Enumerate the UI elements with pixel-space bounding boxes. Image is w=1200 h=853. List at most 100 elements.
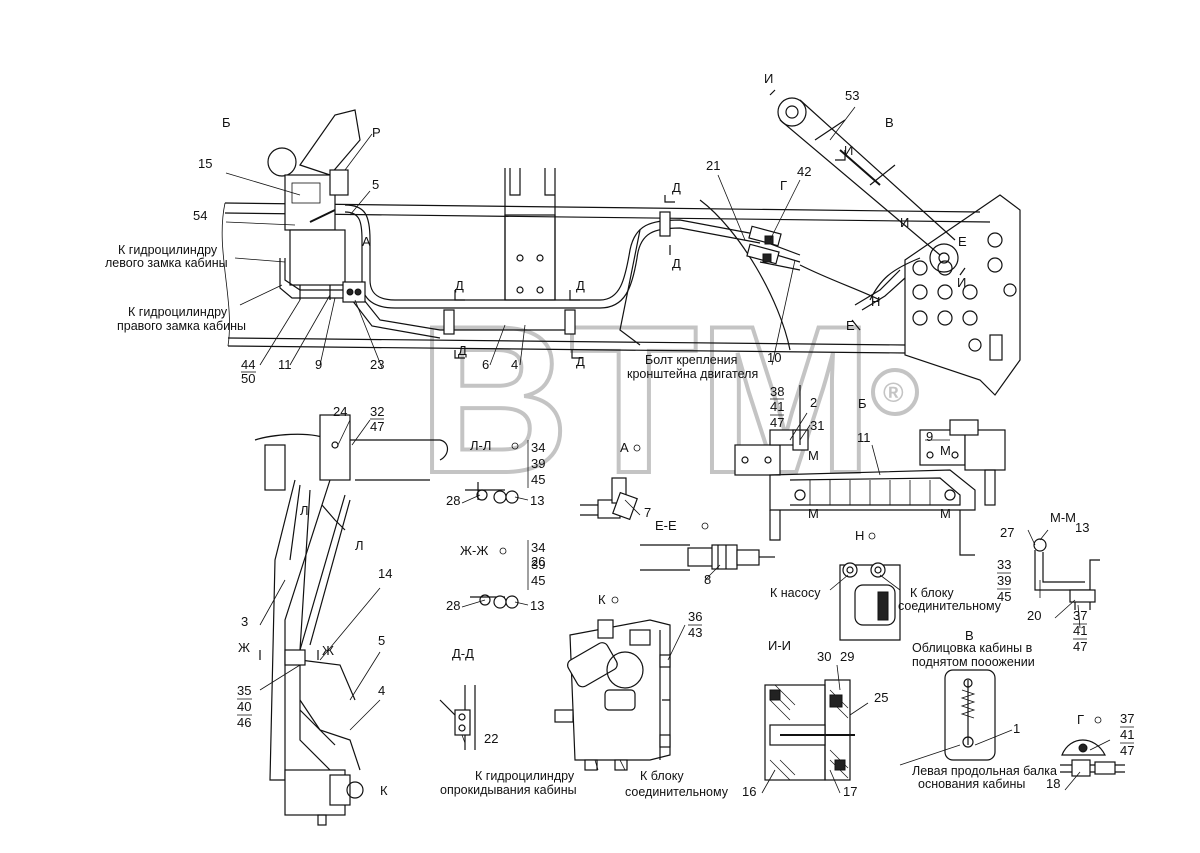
item-46: 46 bbox=[237, 715, 251, 730]
item-13c: 13 bbox=[1075, 520, 1089, 535]
item-40: 40 bbox=[237, 699, 251, 714]
item-25: 25 bbox=[874, 690, 888, 705]
section-title-V: В bbox=[965, 628, 974, 643]
item-11b: 11 bbox=[857, 430, 871, 445]
item-41a: 41 bbox=[770, 399, 784, 414]
stack-rules bbox=[237, 371, 1134, 744]
view-label-Zh-2: Ж bbox=[322, 643, 334, 658]
item-15: 15 bbox=[198, 156, 212, 171]
item-53: 53 bbox=[845, 88, 859, 103]
item-13b: 13 bbox=[530, 598, 544, 613]
view-G-drawing bbox=[1060, 739, 1125, 777]
item-41b: 41 bbox=[1073, 623, 1087, 638]
item-23: 23 bbox=[370, 357, 384, 372]
item-7: 7 bbox=[644, 505, 651, 520]
caption-to-block-1: К блоку bbox=[910, 586, 954, 600]
item-39b: 39 bbox=[531, 557, 545, 572]
section-title-DD: Д-Д bbox=[452, 646, 474, 661]
item-54: 54 bbox=[193, 208, 207, 223]
view-label-M-2: М bbox=[808, 506, 819, 521]
item-45c: 45 bbox=[997, 589, 1011, 604]
section-marker-circles bbox=[499, 442, 1102, 724]
hydraulic-lines bbox=[279, 199, 921, 351]
item-36: 36 bbox=[688, 609, 702, 624]
section-title-A: А bbox=[620, 440, 629, 455]
view-label-D-6: Д bbox=[576, 354, 585, 369]
item-34b: 34 bbox=[531, 540, 545, 555]
item-24: 24 bbox=[333, 404, 347, 419]
caption-left-lock-1: К гидроцилиндру bbox=[118, 243, 218, 257]
valve-block bbox=[342, 281, 366, 303]
view-label-M-3: М bbox=[940, 443, 951, 458]
item-47c: 47 bbox=[1073, 639, 1087, 654]
bracket-holes bbox=[912, 232, 1017, 361]
view-label-K: К bbox=[380, 783, 388, 798]
item-37a: 37 bbox=[1073, 608, 1087, 623]
ladder-bracket bbox=[504, 168, 556, 301]
section-LL-drawing bbox=[465, 482, 519, 504]
item-33: 33 bbox=[997, 557, 1011, 572]
item-9b: 9 bbox=[926, 429, 933, 444]
item-10: 10 bbox=[767, 350, 781, 365]
section-ZhZh-drawing bbox=[470, 594, 519, 609]
view-label-A: А bbox=[362, 234, 371, 249]
section-title-G: Г bbox=[1077, 712, 1084, 727]
caption-bolt-1: Болт крепления bbox=[645, 353, 737, 367]
section-label-I-top: И bbox=[764, 71, 773, 86]
view-label-Zh-1: Ж bbox=[238, 640, 250, 655]
item-17: 17 bbox=[843, 784, 857, 799]
caption-beam-1: Левая продольная балка bbox=[912, 764, 1057, 778]
item-8: 8 bbox=[704, 572, 711, 587]
item-44: 44 bbox=[241, 357, 255, 372]
section-MM-drawing bbox=[1033, 538, 1100, 610]
registered-mark: ® bbox=[883, 377, 904, 408]
item-2: 2 bbox=[810, 395, 817, 410]
view-label-B: Б bbox=[222, 115, 231, 130]
view-label-R: Р bbox=[372, 125, 381, 140]
item-47b: 47 bbox=[370, 419, 384, 434]
item-16: 16 bbox=[742, 784, 756, 799]
view-label-N: Н bbox=[871, 294, 880, 309]
item-35: 35 bbox=[237, 683, 251, 698]
item-3: 3 bbox=[241, 614, 248, 629]
item-42: 42 bbox=[797, 164, 811, 179]
registered-mark-circle bbox=[871, 368, 919, 416]
caption-block2-1: К блоку bbox=[640, 769, 684, 783]
watermark: BTM ® bbox=[416, 280, 919, 519]
section-II-drawing bbox=[764, 679, 855, 781]
frame-beam bbox=[221, 202, 991, 354]
item-9: 9 bbox=[315, 357, 322, 372]
caption-block2-2: соединительному bbox=[625, 785, 729, 799]
section-title-MM: М-М bbox=[1050, 510, 1076, 525]
view-label-D-3: Д bbox=[455, 278, 464, 293]
item-38: 38 bbox=[770, 384, 784, 399]
section-title-ZhZh: Ж-Ж bbox=[460, 543, 488, 558]
item-50: 50 bbox=[241, 371, 255, 386]
item-1: 1 bbox=[1013, 721, 1020, 736]
caption-tilt-2: опрокидывания кабины bbox=[440, 783, 577, 797]
item-30: 30 bbox=[817, 649, 831, 664]
left-riser-assembly bbox=[254, 414, 449, 826]
item-26: 26 bbox=[531, 554, 545, 569]
view-label-D-4: Д bbox=[458, 343, 467, 358]
caption-bolt-2: кронштейна двигателя bbox=[627, 367, 758, 381]
item-45a: 45 bbox=[531, 472, 545, 487]
item-4: 4 bbox=[511, 357, 518, 372]
section-title-B: Б bbox=[858, 396, 867, 411]
view-label-M-4: М bbox=[940, 506, 951, 521]
view-label-D-5: Д bbox=[576, 278, 585, 293]
item-29: 29 bbox=[840, 649, 854, 664]
section-title-II: И-И bbox=[768, 638, 791, 653]
item-39a: 39 bbox=[531, 456, 545, 471]
item-39c: 39 bbox=[997, 573, 1011, 588]
item-45b: 45 bbox=[531, 573, 545, 588]
item-4b: 4 bbox=[378, 683, 385, 698]
view-K-pump bbox=[554, 619, 671, 771]
pump-assembly bbox=[267, 109, 361, 300]
caption-left-lock-2: левого замка кабины bbox=[105, 256, 228, 270]
item-47a: 47 bbox=[770, 415, 784, 430]
item-5b: 5 bbox=[378, 633, 385, 648]
item-20: 20 bbox=[1027, 608, 1041, 623]
